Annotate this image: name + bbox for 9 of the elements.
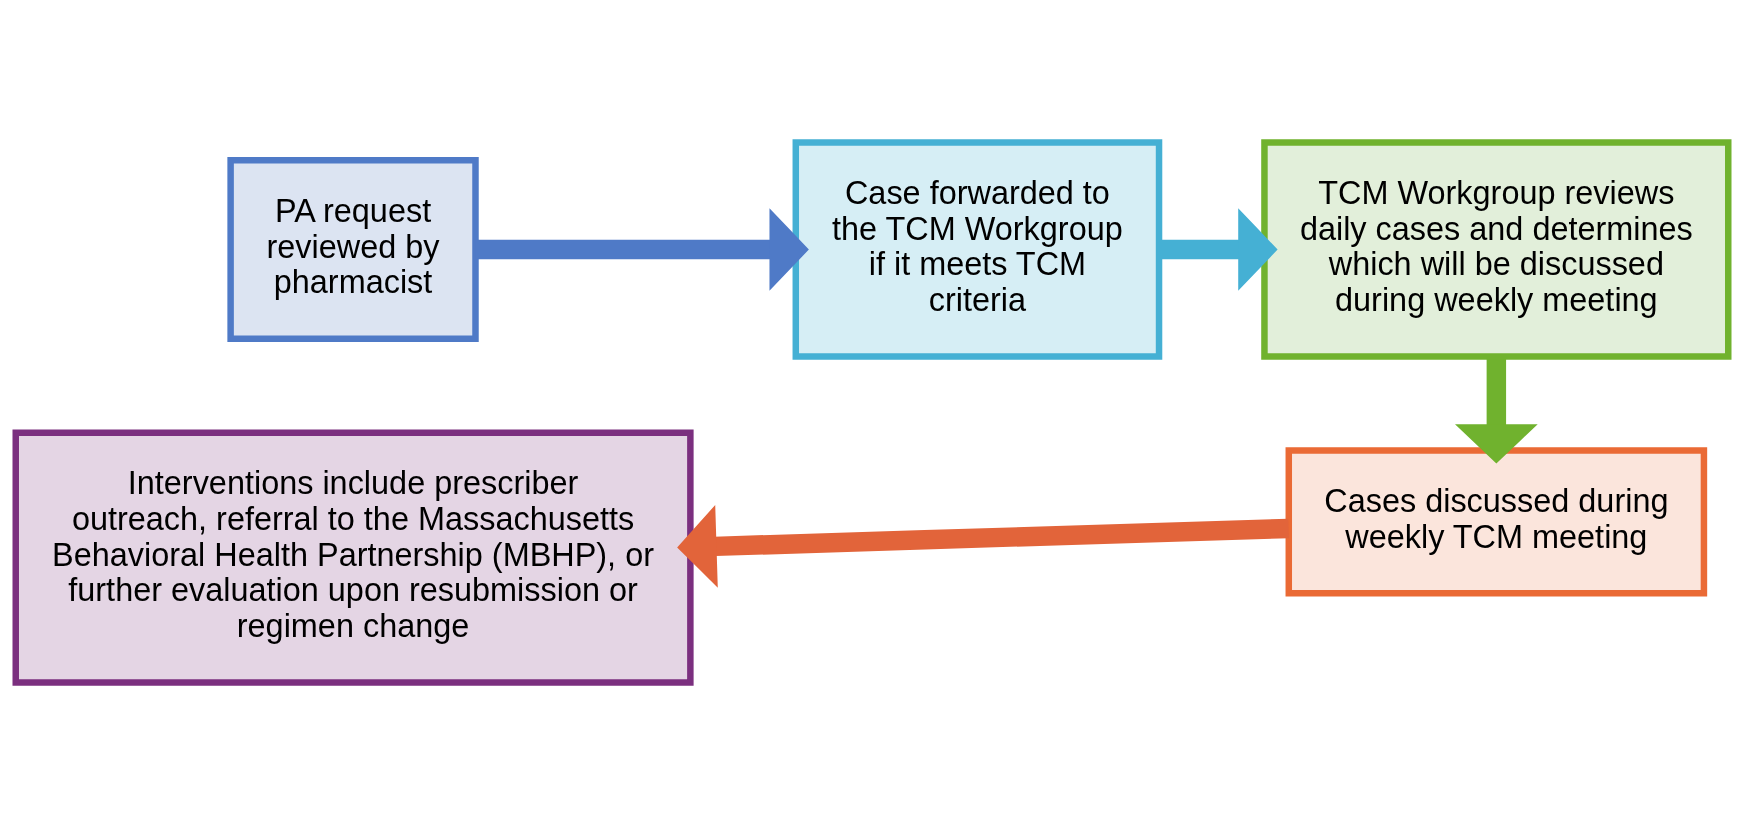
arrow [1159, 208, 1278, 291]
node-box: TCM Workgroup reviews daily cases and determines which will be discussed during weekly meeting [1261, 139, 1732, 360]
node-box: Interventions include prescriber outreach, referral to the Massachusetts Behavioral Health Partnership (MBHP), or further evaluation upon resubmission or regimen change [12, 429, 694, 686]
node-box: Cases discussed during weekly TCM meeting [1285, 447, 1708, 597]
arrow [677, 505, 1289, 588]
node-box: Case forwarded to the TCM Workgroup if it meets TCM criteria [792, 139, 1163, 360]
arrow [475, 208, 809, 291]
arrow [1455, 356, 1538, 464]
node-box: PA request reviewed by pharmacist [227, 157, 479, 342]
